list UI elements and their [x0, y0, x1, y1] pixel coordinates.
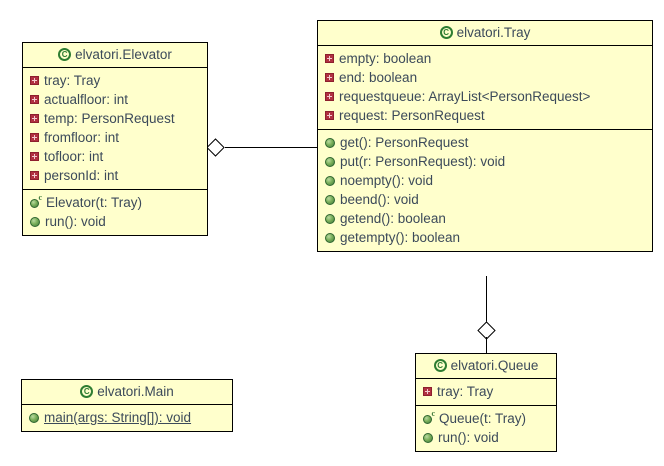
operation-label: run(): void: [45, 214, 106, 229]
attributes-compartment-elevator: tray: Tray actualfloor: int temp: Person…: [23, 68, 207, 189]
operation-label: beend(): void: [340, 192, 419, 207]
operation-label: main(args: String[]): void: [44, 410, 192, 425]
operation-label: Queue(t: Tray): [439, 411, 527, 426]
public-method-icon: [325, 213, 335, 224]
attribute-row[interactable]: personId: int: [23, 166, 207, 185]
attribute-label: end: boolean: [339, 70, 418, 85]
attribute-label: request: PersonRequest: [339, 108, 485, 123]
class-title-elevator: elvatori.Elevator: [23, 43, 207, 68]
private-field-icon: [30, 152, 39, 161]
operation-label: getend(): boolean: [340, 211, 446, 226]
attribute-row[interactable]: fromfloor: int: [23, 128, 207, 147]
public-method-icon: [325, 156, 335, 167]
operation-row[interactable]: getempty(): boolean: [318, 228, 652, 247]
operation-row[interactable]: beend(): void: [318, 190, 652, 209]
operation-label: run(): void: [438, 430, 499, 445]
public-method-icon: [30, 216, 40, 227]
private-field-icon: [30, 171, 39, 180]
class-box-main[interactable]: elvatori.Main main(args: String[]): void: [21, 379, 233, 432]
private-field-icon: [325, 92, 334, 101]
private-field-icon: [325, 73, 334, 82]
class-icon: [439, 26, 453, 39]
attribute-row[interactable]: temp: PersonRequest: [23, 109, 207, 128]
operation-row[interactable]: main(args: String[]): void: [22, 408, 232, 427]
attribute-label: tray: Tray: [44, 73, 101, 88]
public-method-icon: [29, 412, 39, 423]
operations-compartment-elevator: c Elevator(t: Tray) run(): void: [23, 189, 207, 235]
class-box-elevator[interactable]: elvatori.Elevator tray: Tray actualfloor…: [22, 42, 208, 236]
attribute-row[interactable]: tofloor: int: [23, 147, 207, 166]
private-field-icon: [30, 76, 39, 85]
private-field-icon: [423, 387, 432, 396]
operation-label: getempty(): boolean: [340, 230, 461, 245]
attribute-row[interactable]: empty: boolean: [318, 49, 652, 68]
association-line-queue-stub: [486, 337, 487, 354]
attribute-label: empty: boolean: [339, 51, 432, 66]
private-field-icon: [30, 114, 39, 123]
attribute-row[interactable]: tray: Tray: [416, 382, 556, 401]
private-field-icon: [325, 111, 334, 120]
private-field-icon: [325, 54, 334, 63]
operations-compartment-main: main(args: String[]): void: [22, 405, 232, 431]
operation-label: Elevator(t: Tray): [46, 195, 143, 210]
attribute-label: actualfloor: int: [44, 92, 129, 107]
public-method-icon: [423, 432, 433, 443]
operation-row[interactable]: c Elevator(t: Tray): [23, 193, 207, 212]
attributes-compartment-queue: tray: Tray: [416, 379, 556, 405]
operation-label: get(): PersonRequest: [340, 135, 469, 150]
attribute-row[interactable]: tray: Tray: [23, 71, 207, 90]
public-method-icon: [325, 232, 335, 243]
private-field-icon: [30, 133, 39, 142]
attribute-label: tray: Tray: [437, 384, 494, 399]
class-name-label: elvatori.Queue: [450, 358, 539, 373]
attribute-label: personId: int: [44, 168, 119, 183]
operation-row[interactable]: getend(): boolean: [318, 209, 652, 228]
class-box-queue[interactable]: elvatori.Queue tray: Tray c Queue(t: Tra…: [415, 353, 557, 452]
operation-row[interactable]: run(): void: [416, 428, 556, 447]
operations-compartment-tray: get(): PersonRequest put(r: PersonReques…: [318, 129, 652, 251]
constructor-icon: c: [423, 410, 435, 424]
constructor-icon: c: [30, 194, 42, 208]
class-title-tray: elvatori.Tray: [318, 21, 652, 46]
operation-row[interactable]: get(): PersonRequest: [318, 133, 652, 152]
class-icon: [433, 359, 447, 372]
class-icon: [58, 48, 72, 61]
class-name-label: elvatori.Elevator: [75, 47, 172, 62]
public-method-icon: [325, 194, 335, 205]
association-line-tray-elevator: [225, 147, 317, 148]
attribute-row[interactable]: request: PersonRequest: [318, 106, 652, 125]
class-title-queue: elvatori.Queue: [416, 354, 556, 379]
attribute-row[interactable]: end: boolean: [318, 68, 652, 87]
operations-compartment-queue: c Queue(t: Tray) run(): void: [416, 405, 556, 451]
attribute-label: requestqueue: ArrayList<PersonRequest>: [339, 89, 591, 104]
class-name-label: elvatori.Tray: [456, 25, 531, 40]
attribute-row[interactable]: requestqueue: ArrayList<PersonRequest>: [318, 87, 652, 106]
class-title-main: elvatori.Main: [22, 380, 232, 405]
public-method-icon: [325, 175, 335, 186]
attribute-label: temp: PersonRequest: [44, 111, 175, 126]
attribute-label: tofloor: int: [44, 149, 104, 164]
attribute-row[interactable]: actualfloor: int: [23, 90, 207, 109]
operation-row[interactable]: noempty(): void: [318, 171, 652, 190]
class-box-tray[interactable]: elvatori.Tray empty: boolean end: boolea…: [317, 20, 653, 252]
class-name-label: elvatori.Main: [97, 384, 174, 399]
attributes-compartment-tray: empty: boolean end: boolean requestqueue…: [318, 46, 652, 129]
operation-row[interactable]: put(r: PersonRequest): void: [318, 152, 652, 171]
operation-row[interactable]: run(): void: [23, 212, 207, 231]
operation-row[interactable]: c Queue(t: Tray): [416, 409, 556, 428]
operation-label: put(r: PersonRequest): void: [340, 154, 506, 169]
attribute-label: fromfloor: int: [44, 130, 120, 145]
public-method-icon: [325, 137, 335, 148]
operation-label: noempty(): void: [340, 173, 434, 188]
private-field-icon: [30, 95, 39, 104]
aggregation-diamond-elevator: [206, 138, 225, 157]
class-icon: [80, 385, 94, 398]
association-line-tray-queue: [486, 276, 487, 323]
